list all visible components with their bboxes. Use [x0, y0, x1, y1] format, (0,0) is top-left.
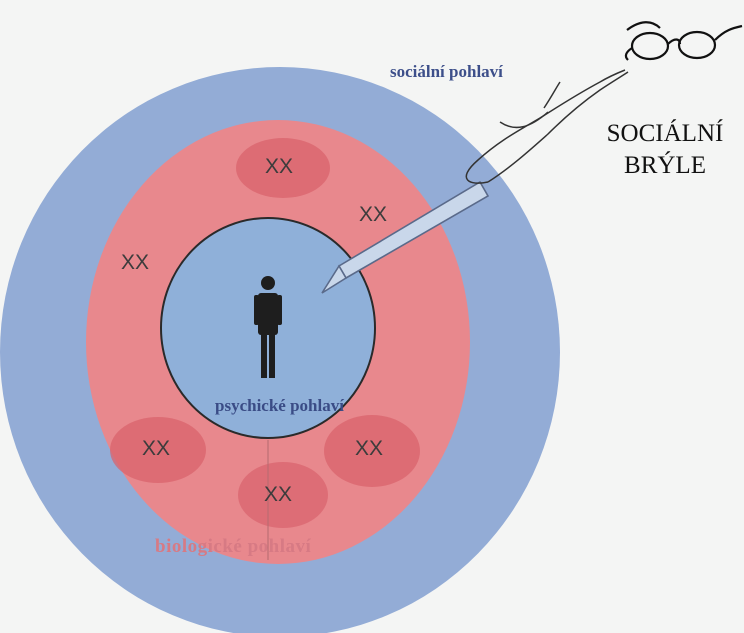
glasses-icon — [624, 21, 743, 61]
xx-label-bottom: XX — [264, 483, 293, 506]
xx-blob-top — [236, 138, 330, 198]
xx-label-lower-left: XX — [142, 437, 171, 460]
biological-gender-label: biologické pohlaví — [155, 536, 312, 557]
person-icon — [254, 276, 282, 378]
xx-label-upper-right: XX — [359, 203, 388, 226]
xx-label-lower-right: XX — [355, 437, 384, 460]
xx-blob-lower-right — [324, 415, 420, 487]
xx-label-left: XX — [121, 251, 150, 274]
glasses-label-line1: SOCIÁLNÍ — [606, 120, 724, 147]
xx-label-top: XX — [265, 155, 294, 178]
xx-blob-bottom — [238, 462, 328, 528]
arrow-icon — [321, 180, 490, 294]
glasses-label-line2: BRÝLE — [624, 152, 706, 179]
social-gender-label: sociální pohlaví — [390, 62, 503, 81]
social-glasses-label: SOCIÁLNÍ BRÝLE — [585, 118, 744, 182]
pointer-shape — [465, 69, 629, 184]
psychic-gender-label: psychické pohlaví — [215, 396, 344, 415]
xx-blob-lower-left — [110, 417, 206, 483]
